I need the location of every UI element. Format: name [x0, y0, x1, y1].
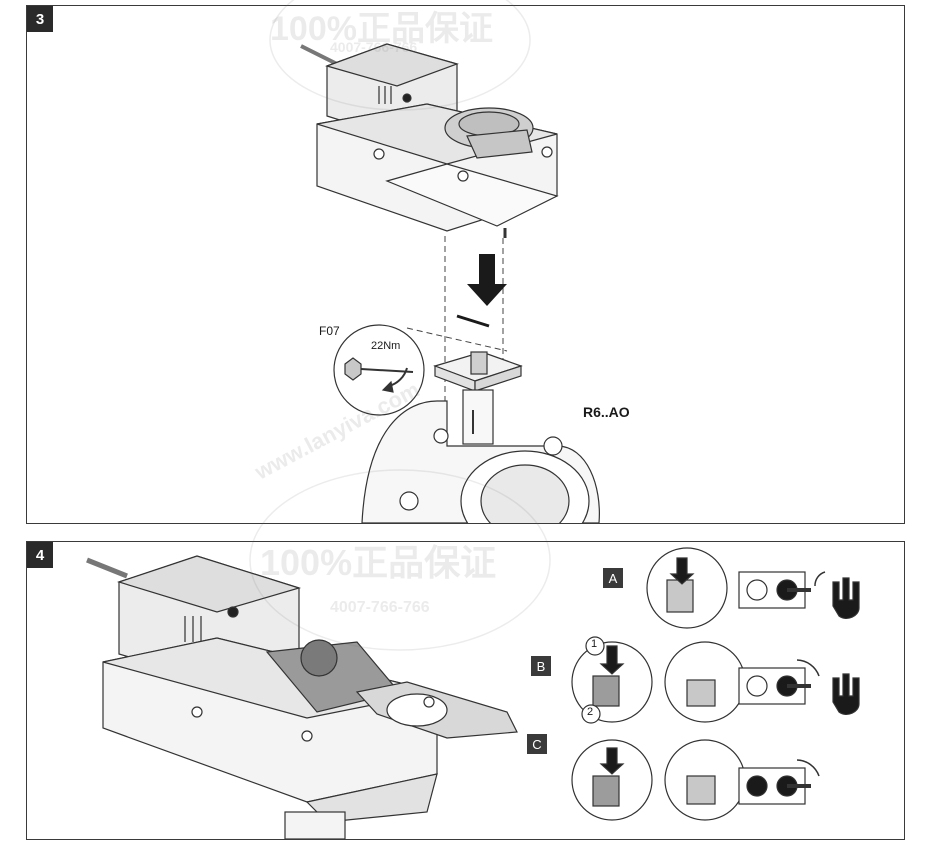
option-a-badge: A	[603, 568, 623, 588]
torque-detail	[333, 324, 425, 416]
valve-illustration	[361, 351, 600, 523]
model-label: R6..AO	[583, 404, 630, 420]
step-4-panel: 4	[26, 541, 905, 840]
manual-override-drawing	[86, 547, 860, 839]
callout-1: 1	[591, 638, 598, 650]
step-3-panel: 3	[26, 5, 905, 524]
actuator-mounting-drawing	[300, 43, 600, 523]
option-c-illustration	[571, 739, 820, 821]
option-b-badge: B	[531, 656, 551, 676]
callout-2: 2	[587, 706, 594, 718]
torque-label: 22Nm	[371, 340, 401, 352]
option-c-badge: C	[527, 734, 547, 754]
option-a-illustration	[646, 547, 860, 629]
actuator-illustration	[300, 43, 559, 238]
step-3-badge: 3	[27, 6, 53, 32]
option-b-illustration	[571, 636, 860, 724]
flange-label: F07	[319, 324, 340, 338]
mount-direction-arrow	[456, 254, 507, 328]
step-4-badge: 4	[27, 542, 53, 568]
actuator-with-wrench	[86, 555, 518, 839]
